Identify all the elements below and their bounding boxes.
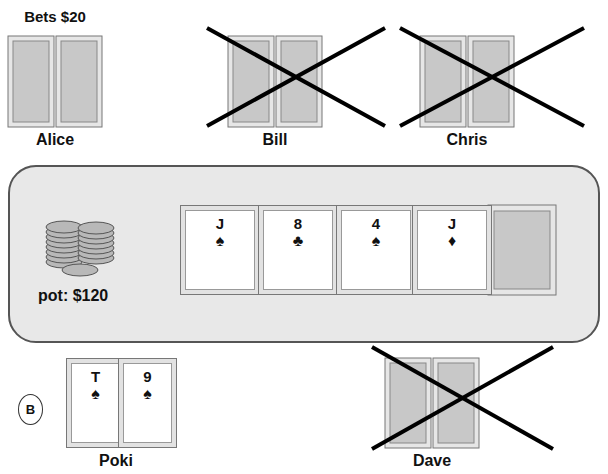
fold-cross	[207, 28, 584, 449]
dealer-button: B	[18, 394, 43, 425]
dealer-mark: B	[26, 403, 35, 416]
player-name: Bill	[263, 131, 288, 149]
player-name: Poki	[99, 452, 133, 470]
player-name: Chris	[447, 131, 488, 149]
pot-amount: pot: $120	[38, 287, 108, 305]
card-rank: T	[67, 368, 124, 385]
poker-table: pot: $120J♠8♣4♠J♦	[8, 165, 600, 343]
card-suit: ♠	[119, 385, 176, 403]
card-suit: ♠	[337, 232, 415, 250]
bet-amount: Bets $20	[24, 8, 86, 25]
playing-card: 4♠	[336, 205, 416, 295]
card-rank: J	[181, 215, 259, 232]
playing-card: J♦	[412, 205, 492, 295]
card-suit: ♦	[413, 232, 491, 250]
card-suit: ♣	[259, 232, 337, 250]
card-rank: J	[413, 215, 491, 232]
card-suit: ♠	[67, 385, 124, 403]
chip	[78, 222, 114, 234]
chip	[46, 221, 82, 233]
playing-card: 8♣	[258, 205, 338, 295]
playing-card: T♠	[66, 358, 125, 448]
playing-card: J♠	[180, 205, 260, 295]
player-name: Dave	[413, 452, 451, 470]
chip-stack	[46, 221, 114, 276]
playing-card: 9♠	[118, 358, 177, 448]
player-name: Alice	[36, 131, 74, 149]
card-rank: 9	[119, 368, 176, 385]
card-rank: 8	[259, 215, 337, 232]
card-suit: ♠	[181, 232, 259, 250]
face-down-cards	[8, 36, 556, 448]
chip	[62, 264, 98, 276]
card-rank: 4	[337, 215, 415, 232]
table-felt	[8, 165, 600, 343]
